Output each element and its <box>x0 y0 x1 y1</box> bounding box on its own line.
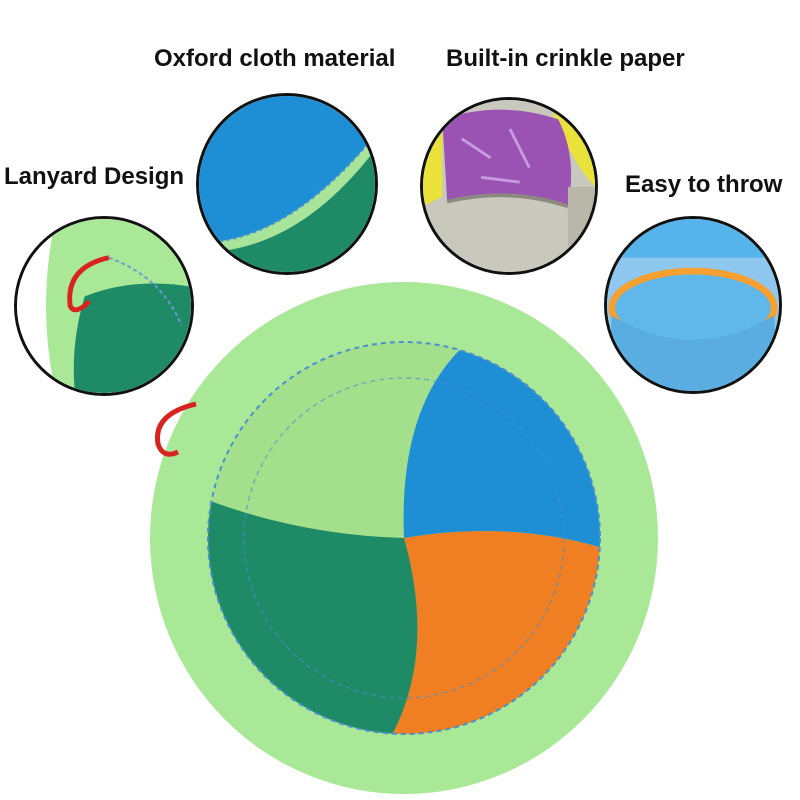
crinkle-paper-detail <box>420 97 598 275</box>
lanyard-detail <box>14 216 194 396</box>
crinkle-paper-label: Built-in crinkle paper <box>446 45 685 72</box>
throw-edge-detail <box>604 216 782 394</box>
oxford-cloth-label: Oxford cloth material <box>154 45 396 72</box>
lanyard-design-label: Lanyard Design <box>4 163 185 190</box>
easy-to-throw-label: Easy to throw <box>625 171 783 198</box>
frisbee-toy <box>150 282 658 794</box>
oxford-cloth-detail <box>196 93 378 275</box>
